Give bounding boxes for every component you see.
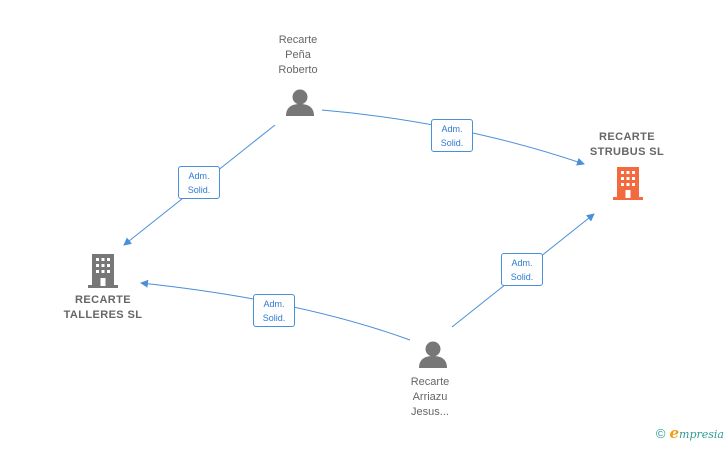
node-label-person-top[interactable]: Recarte Peña Roberto [278, 34, 318, 76]
edge-label-line2: Solid. [510, 272, 534, 282]
node-label-company-main[interactable]: RECARTE STRUBUS SL [589, 131, 665, 158]
copyright-symbol: © [655, 425, 666, 441]
edge-label-line2: Solid. [440, 138, 464, 148]
edge-label-top-strubus: Adm. Solid. [431, 119, 473, 152]
edge-label-line2: Solid. [262, 313, 286, 323]
edge-label-line1: Adm. [511, 258, 533, 268]
node-label-person-bottom[interactable]: Recarte Arriazu Jesus... [410, 376, 450, 418]
edge-label-line1: Adm. [441, 124, 463, 134]
person-icon[interactable] [286, 89, 314, 117]
brand-name: mpresia [679, 428, 724, 441]
brand-logo: © empresia [656, 424, 724, 442]
edge-label-bottom-strubus: Adm. Solid. [501, 253, 543, 286]
edge-label-line2: Solid. [187, 185, 211, 195]
edge-label-top-talleres: Adm. Solid. [178, 166, 220, 199]
edge-label-line1: Adm. [188, 171, 210, 181]
building-icon[interactable] [613, 167, 643, 200]
edge-label-bottom-talleres: Adm. Solid. [253, 294, 295, 327]
brand-initial: e [669, 424, 680, 442]
node-label-company-left[interactable]: RECARTE TALLERES SL [63, 294, 143, 321]
building-icon[interactable] [88, 253, 118, 288]
edge-label-line1: Adm. [263, 299, 285, 309]
person-icon[interactable] [419, 341, 447, 369]
